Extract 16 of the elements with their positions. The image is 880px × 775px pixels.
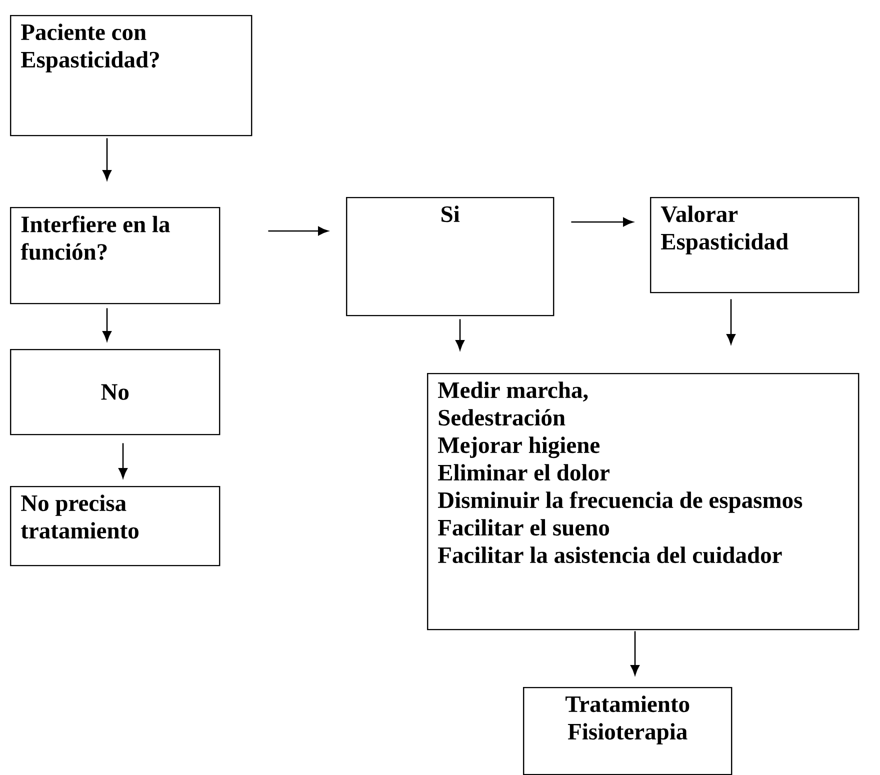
arrow bbox=[268, 226, 328, 236]
process-box: Valorar Espasticidad bbox=[650, 196, 860, 294]
question-box: Interfiere en la función? bbox=[10, 206, 220, 304]
arrow bbox=[726, 299, 736, 344]
goals-box: Medir marcha, Sedestración Mejorar higiene Eliminar el dolor Disminuir la frecuencia de espasmos Facilitar el sueno Facilitar la asistencia del cuidador bbox=[427, 372, 860, 630]
arrow bbox=[456, 319, 464, 350]
answer-box: No bbox=[10, 348, 220, 436]
arrow bbox=[571, 218, 634, 226]
arrow bbox=[630, 631, 640, 676]
arrow bbox=[118, 443, 128, 478]
outcome-box: No precisa tratamiento bbox=[10, 486, 220, 566]
arrow bbox=[102, 138, 112, 180]
answer-box: Si bbox=[346, 196, 554, 316]
arrow bbox=[102, 308, 112, 342]
treatment-box: Tratamiento Fisioterapia bbox=[523, 686, 732, 775]
question-box: Paciente con Espasticidad? bbox=[10, 14, 252, 136]
